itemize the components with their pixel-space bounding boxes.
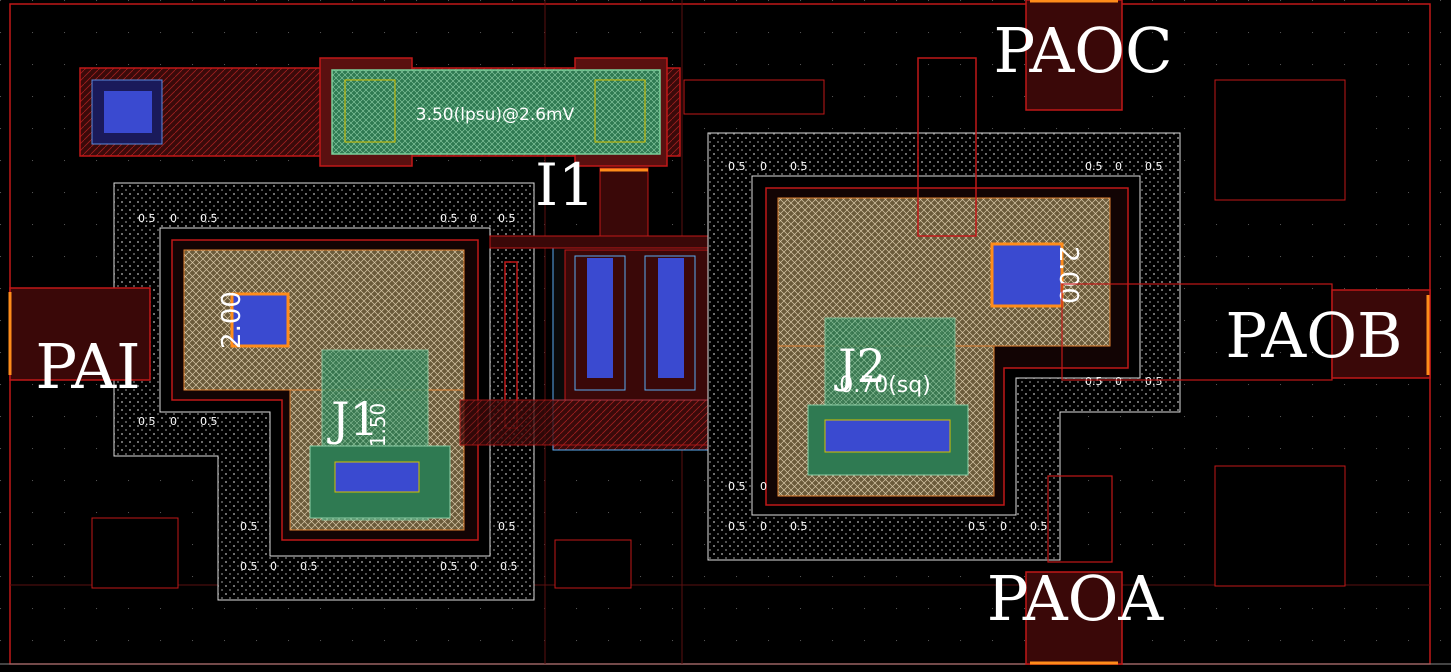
resistor-body	[331, 69, 661, 155]
svg-text:0.5: 0.5	[240, 560, 258, 573]
instance-j2: J2	[834, 339, 886, 393]
instance-i1: I1	[535, 151, 595, 219]
via-j2	[990, 242, 1064, 308]
via-j1-label: 2.00	[217, 291, 247, 349]
svg-text:0: 0	[760, 160, 767, 173]
svg-text:0.5: 0.5	[1085, 375, 1103, 388]
pad-stub	[683, 79, 825, 115]
pad-bl	[91, 517, 179, 589]
port-paoa[interactable]: PAOA	[987, 562, 1165, 635]
instance-j1: J1	[327, 392, 379, 446]
svg-text:0: 0	[760, 480, 767, 493]
svg-text:0: 0	[1115, 375, 1122, 388]
svg-text:0: 0	[170, 415, 177, 428]
via-square	[104, 91, 152, 133]
svg-text:0.5: 0.5	[1145, 160, 1163, 173]
svg-text:0.5: 0.5	[500, 560, 518, 573]
svg-text:0.5: 0.5	[728, 520, 746, 533]
svg-text:0: 0	[170, 212, 177, 225]
svg-text:0.5: 0.5	[440, 212, 458, 225]
svg-text:0.5: 0.5	[728, 160, 746, 173]
port-paob[interactable]: PAOB	[1225, 299, 1402, 372]
svg-text:0.5: 0.5	[200, 212, 218, 225]
j2-area-label: 0.70(sq)	[839, 373, 931, 398]
via-j2-label: 2.00	[1053, 246, 1083, 304]
svg-text:0: 0	[760, 520, 767, 533]
svg-text:0.5: 0.5	[1030, 520, 1048, 533]
svg-text:0: 0	[1115, 160, 1122, 173]
svg-text:0.5: 0.5	[300, 560, 318, 573]
svg-text:0.5: 0.5	[498, 520, 516, 533]
svg-text:0.5: 0.5	[790, 520, 808, 533]
svg-text:0.5: 0.5	[200, 415, 218, 428]
resistor-r1[interactable]: 3.50(lpsu)@2.6mV	[79, 57, 681, 167]
svg-text:0.5: 0.5	[240, 520, 258, 533]
svg-text:0.5: 0.5	[728, 480, 746, 493]
svg-text:0: 0	[1000, 520, 1007, 533]
svg-text:0.5: 0.5	[968, 520, 986, 533]
pad-br	[1214, 465, 1346, 587]
svg-text:0.5: 0.5	[138, 212, 156, 225]
svg-text:0: 0	[470, 560, 477, 573]
via-j1	[230, 292, 290, 348]
via-bar-left	[587, 258, 613, 378]
svg-text:0.5: 0.5	[1145, 375, 1163, 388]
pad-tr	[1214, 79, 1346, 201]
svg-text:0.5: 0.5	[440, 560, 458, 573]
svg-text:0: 0	[270, 560, 277, 573]
port-pai[interactable]: PAI	[35, 330, 140, 403]
svg-text:0: 0	[470, 212, 477, 225]
pad-bm	[554, 539, 632, 589]
junction-j1[interactable]: 2.00 J1 1.50 0.5 0 0.5 0.5 0 0.5 0.5 0 0…	[113, 182, 535, 601]
svg-text:0.5: 0.5	[138, 415, 156, 428]
port-paoc[interactable]: PAOC	[993, 14, 1172, 87]
j1-size-label: 1.50	[366, 403, 390, 448]
svg-text:0.5: 0.5	[790, 160, 808, 173]
junction-j2[interactable]: 2.00 J2 0.70(sq) 0.5 0 0.5 0.5 0 0.5 0.5…	[707, 57, 1181, 561]
resistor-annotation: 3.50(lpsu)@2.6mV	[416, 105, 575, 125]
svg-text:0.5: 0.5	[1085, 160, 1103, 173]
svg-text:0.5: 0.5	[498, 212, 516, 225]
via-bar-right	[658, 258, 684, 378]
